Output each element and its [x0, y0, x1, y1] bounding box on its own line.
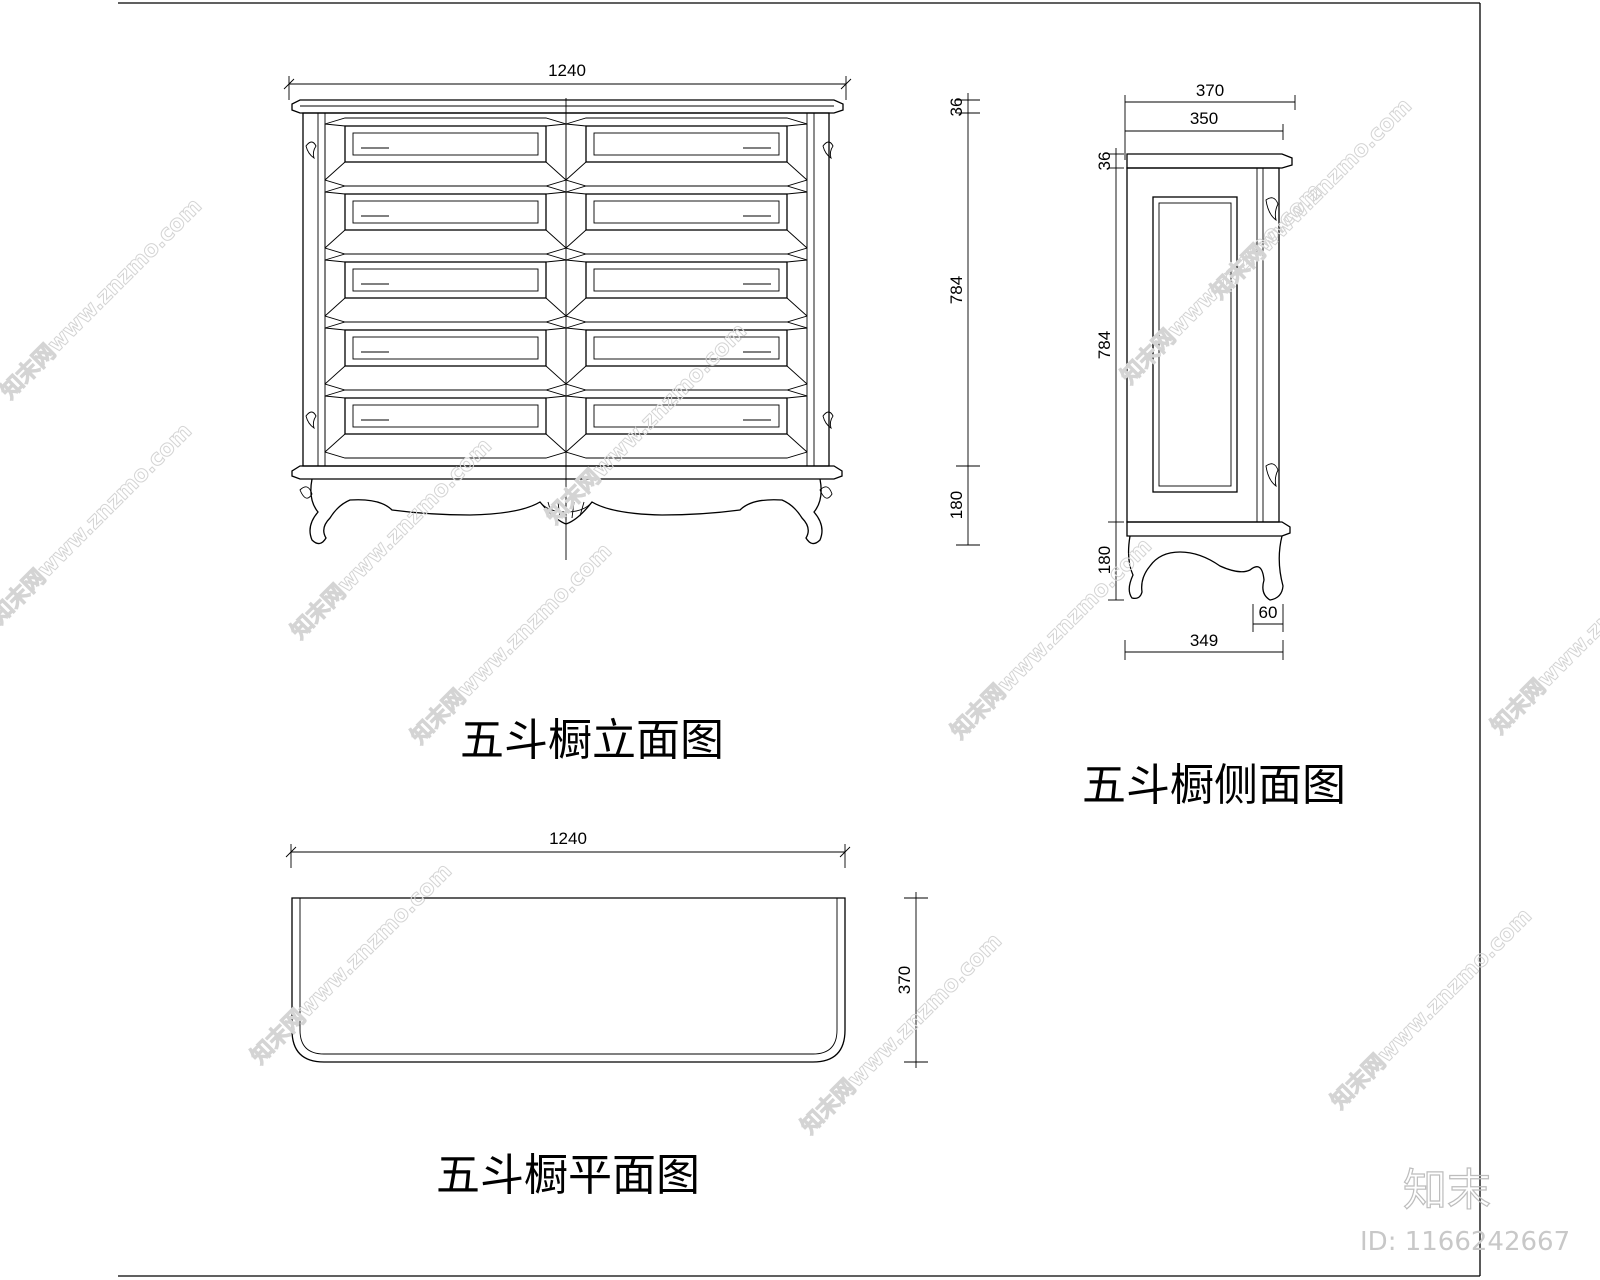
- side-overall-label: 370: [1196, 81, 1224, 100]
- drawer-front: [324, 185, 567, 255]
- drawer-front: [565, 253, 808, 323]
- front-width-label: 1240: [548, 61, 586, 80]
- sheet-border: [118, 2, 1481, 1277]
- front-body-height-label: 784: [947, 276, 966, 304]
- front-elevation-title: 五斗橱立面图: [460, 715, 724, 766]
- watermark-text: 知末网www.znzmo.com: [0, 193, 207, 404]
- side-elevation-title: 五斗橱侧面图: [1082, 760, 1346, 811]
- brand-logo: 知末: [1403, 1165, 1491, 1216]
- watermark-text: 知末网www.znzmo.com: [1326, 903, 1537, 1114]
- image-id: ID: 1166242667: [1360, 1227, 1570, 1257]
- drawer-front: [565, 117, 808, 187]
- plan-depth-dimension: 370: [895, 892, 928, 1068]
- watermark-text: 知末网www.znzmo.com: [796, 928, 1007, 1139]
- watermark-text: 知末网www.znzmo.com: [246, 858, 457, 1069]
- side-top-height-label: 36: [1095, 152, 1114, 171]
- drawer-front: [565, 321, 808, 391]
- side-inner-label: 350: [1190, 109, 1218, 128]
- front-top-height-label: 36: [947, 98, 966, 117]
- plan-view: 1240 370: [285, 829, 928, 1068]
- watermark-text: 知末网www.znzmo.com: [286, 433, 497, 644]
- side-overall-dimension: 370: [1124, 81, 1296, 160]
- front-height-dimension: 36 784 180: [947, 93, 980, 546]
- drawer-front: [324, 321, 567, 391]
- side-inner-dimension: 350: [1125, 109, 1284, 140]
- drawer-front: [324, 253, 567, 323]
- side-body-height-label: 784: [1095, 331, 1114, 359]
- watermark-text: 知末网www.znzmo.com: [946, 533, 1157, 744]
- drawer-front: [324, 117, 567, 187]
- plan-width-label: 1240: [549, 829, 587, 848]
- front-width-dimension: 1240: [283, 61, 852, 100]
- front-elevation: 1240: [283, 61, 852, 560]
- plan-view-title: 五斗橱平面图: [436, 1150, 700, 1201]
- front-ornaments: [305, 141, 834, 430]
- side-base-height-label: 180: [1095, 546, 1114, 574]
- drawer-front: [565, 185, 808, 255]
- drawer-front: [324, 389, 567, 459]
- side-leg-label: 60: [1259, 603, 1278, 622]
- watermark-text: 知末网www.znzmo.com: [0, 418, 197, 629]
- front-drawers: [324, 117, 808, 459]
- front-base-height-label: 180: [947, 491, 966, 519]
- drawer-front: [565, 389, 808, 459]
- watermark-text: 知末网www.znzmo.com: [1486, 528, 1600, 739]
- plan-width-dimension: 1240: [285, 829, 851, 868]
- side-bottom-label: 349: [1190, 631, 1218, 650]
- watermark-text: 知末网www.znzmo.com: [541, 318, 752, 529]
- plan-depth-label: 370: [895, 966, 914, 994]
- side-elevation: 370 350 36 784 180 60: [1095, 81, 1296, 660]
